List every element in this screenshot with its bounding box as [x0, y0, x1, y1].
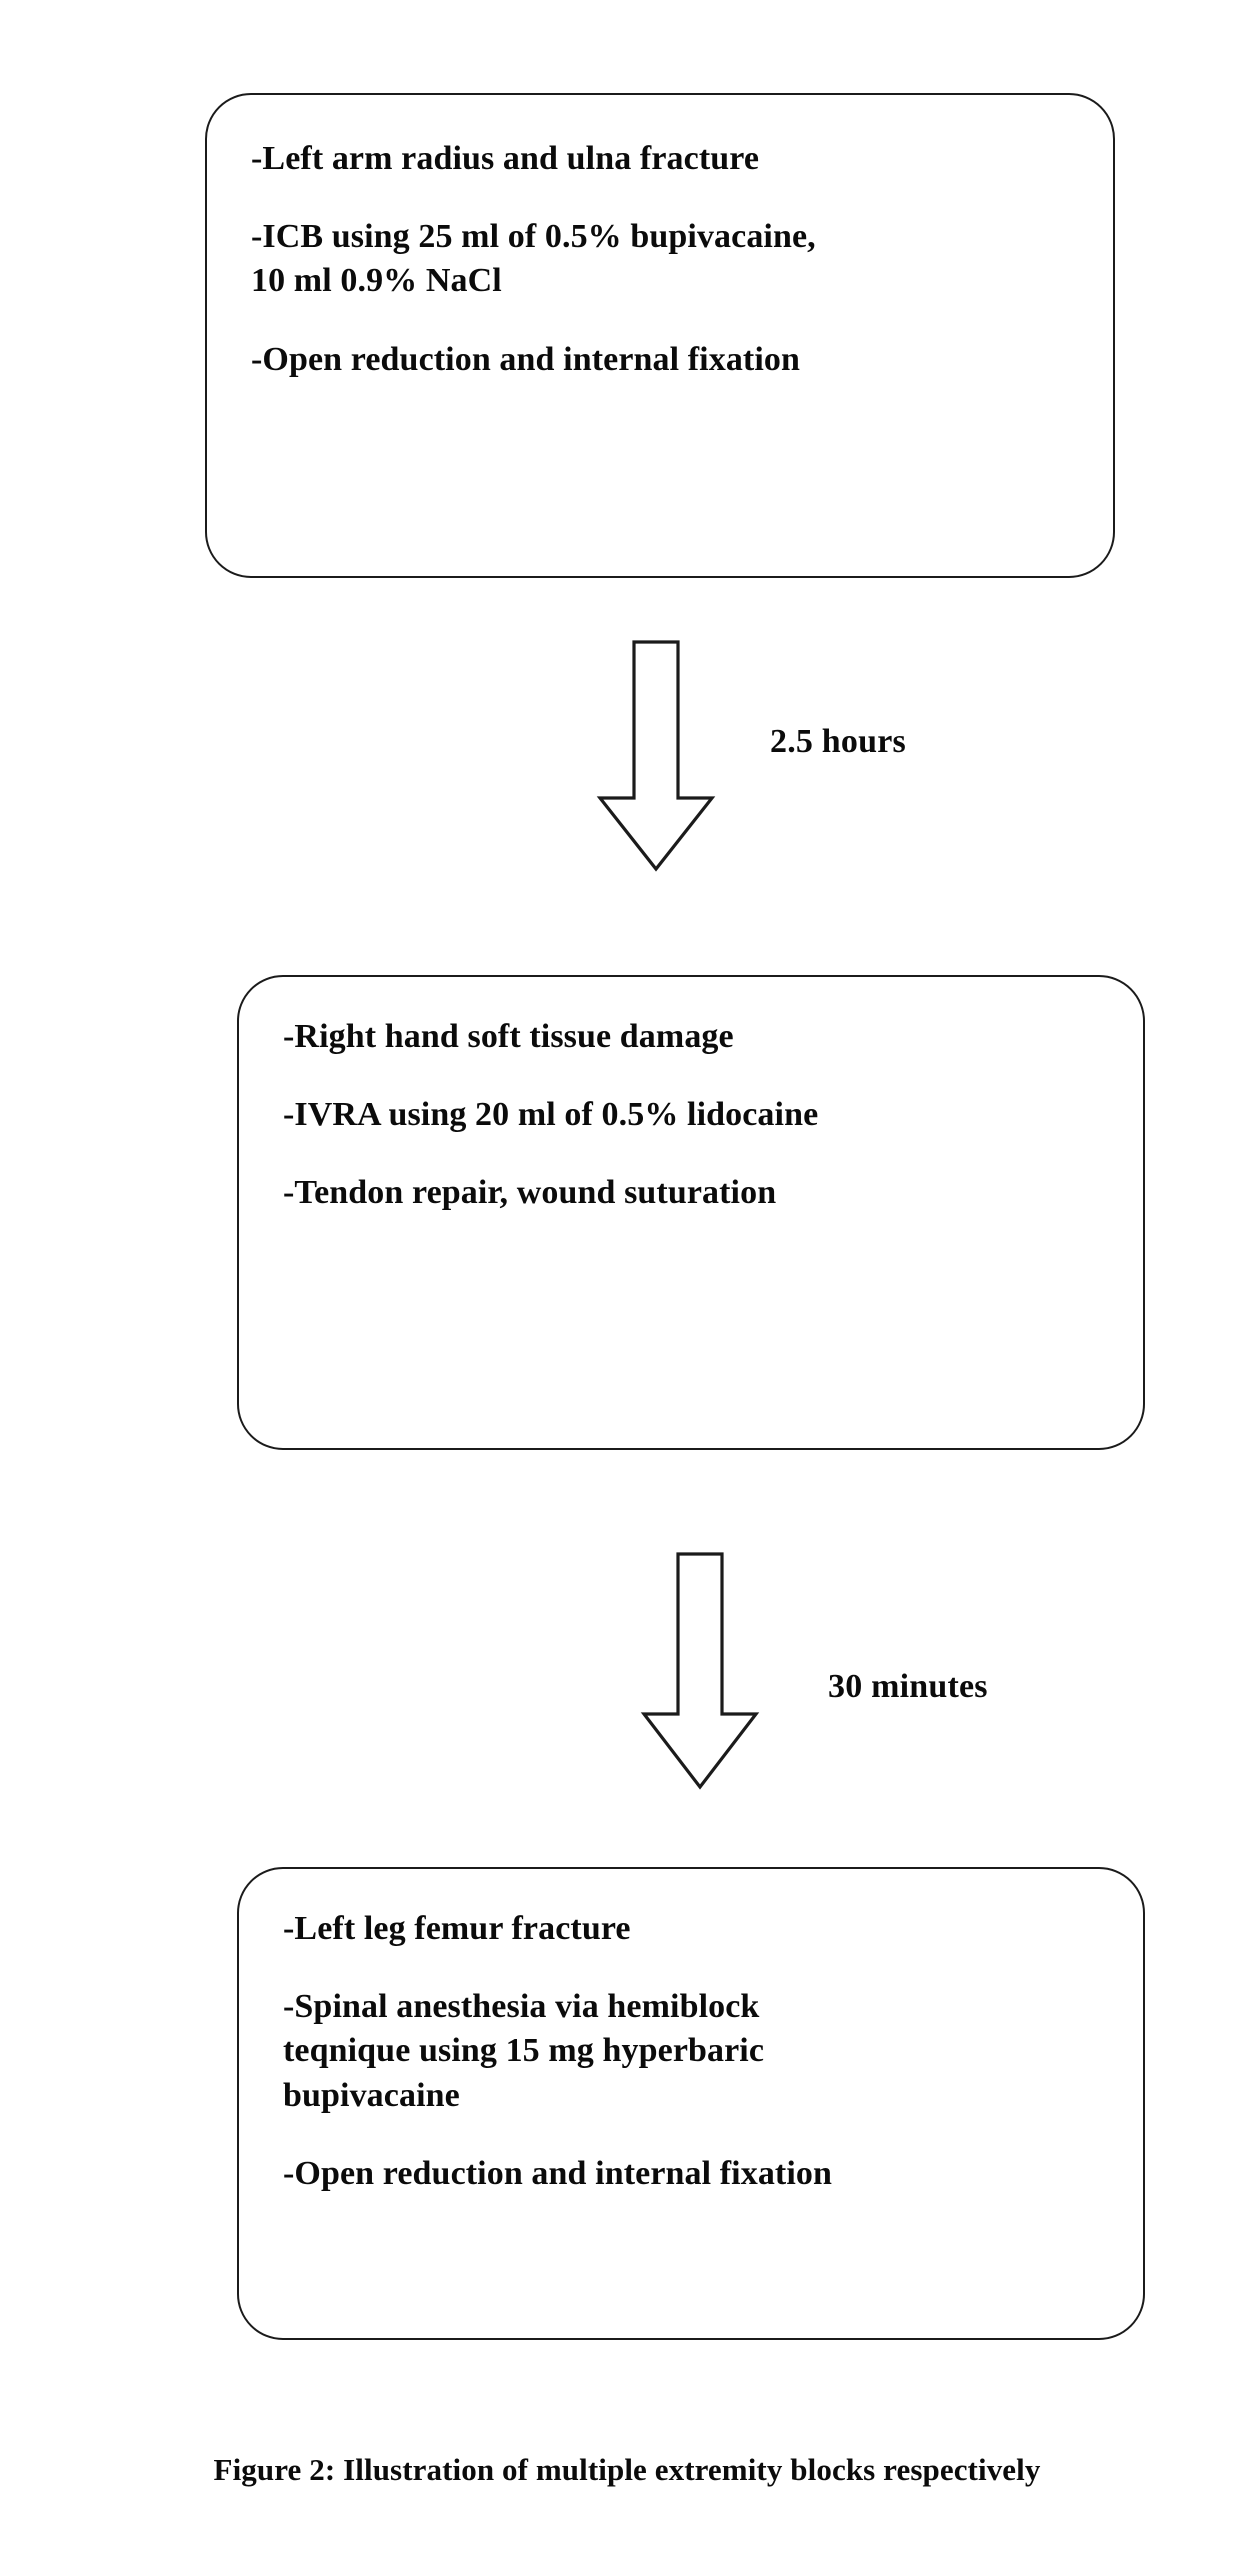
box-3-line-1: -Left leg femur fracture: [283, 1910, 631, 1947]
process-box-step-2: -Right hand soft tissue damage -IVRA usi…: [237, 975, 1145, 1450]
box-3-line-2: -Spinal anesthesia via hemiblock teqniqu…: [283, 1988, 765, 2114]
arrow-down-icon: [596, 640, 716, 872]
box-2-line-2: -IVRA using 20 ml of 0.5% lidocaine: [283, 1096, 819, 1134]
box-1-line-2: -ICB using 25 ml of 0.5% bupivacaine, 10…: [251, 218, 816, 300]
box-3-line-3: -Open reduction and internal fixation: [283, 2154, 833, 2192]
arrow-down-icon: [640, 1552, 760, 1790]
box-2-text: -Right hand soft tissue damage -IVRA usi…: [239, 1015, 1143, 1216]
box-2-line-3: -Tendon repair, wound suturation: [283, 1174, 777, 1212]
process-box-step-1: -Left arm radius and ulna fracture -ICB …: [205, 93, 1115, 578]
process-box-step-3: -Left leg femur fracture -Spinal anesthe…: [237, 1867, 1145, 2340]
flow-arrow-down-2: [640, 1552, 760, 1790]
box-3-text: -Left leg femur fracture -Spinal anesthe…: [239, 1907, 1143, 2196]
box-2-line-1: -Right hand soft tissue damage: [283, 1018, 734, 1055]
flow-arrow-down-1: [596, 640, 716, 872]
box-1-line-1: -Left arm radius and ulna fracture: [251, 140, 760, 177]
box-1-text: -Left arm radius and ulna fracture -ICB …: [207, 137, 1113, 382]
arrow-label-duration-1: 2.5 hours: [770, 723, 906, 760]
arrow-label-duration-2: 30 minutes: [828, 1668, 988, 1705]
box-1-line-3: -Open reduction and internal fixation: [251, 340, 801, 378]
figure-caption: Figure 2: Illustration of multiple extre…: [213, 2452, 1041, 2487]
